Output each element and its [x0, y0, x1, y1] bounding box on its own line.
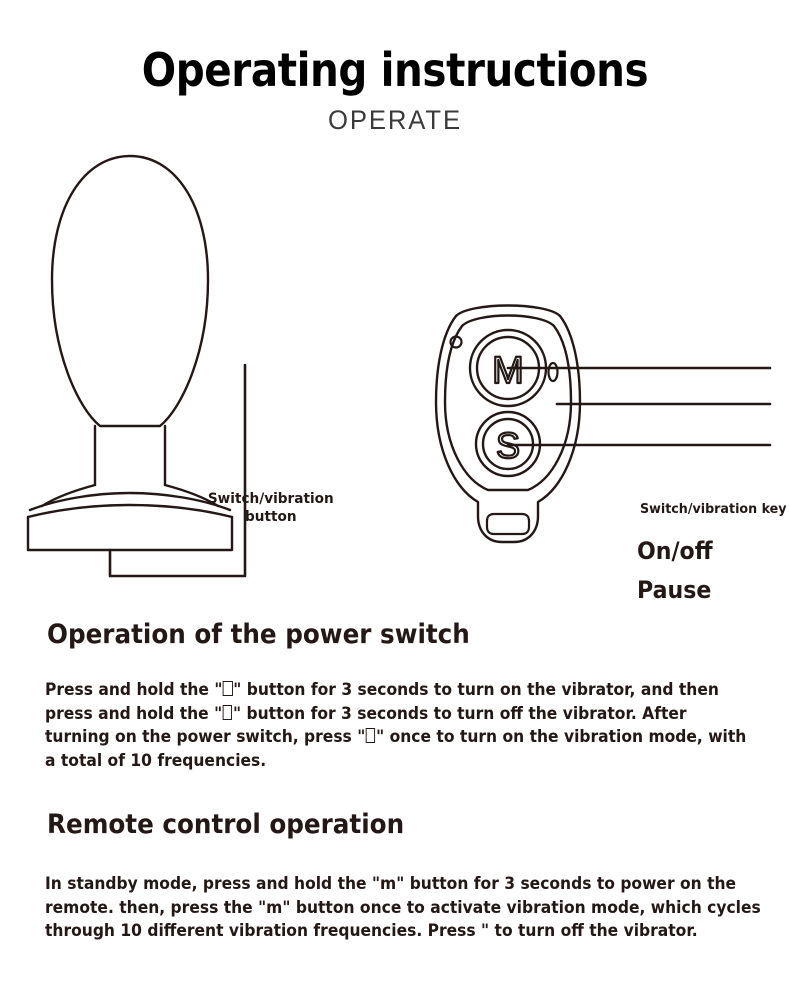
plug-illustration — [26, 154, 234, 552]
callout-switch-vibration-key: Switch/vibration key — [640, 501, 787, 517]
page-subtitle: OPERATE — [328, 105, 462, 135]
missing-glyph-box — [365, 728, 376, 744]
page-title: Operating instructions — [141, 43, 649, 97]
remote-side-button — [547, 361, 559, 383]
plug-base — [26, 515, 234, 552]
remote-outer-shell — [434, 304, 582, 544]
remote-led-icon — [449, 335, 463, 349]
mode-button-letter: M — [492, 350, 524, 392]
paragraph-power-switch: Press and hold the "" button for 3 secon… — [45, 680, 747, 770]
plug-rim — [26, 503, 234, 519]
callout-pause: Pause — [637, 576, 712, 604]
plug-body — [50, 154, 210, 428]
paragraph-remote-control: In standby mode, press and hold the "m" … — [45, 874, 761, 940]
remote-leader-lines — [506, 366, 772, 447]
plug-neck — [93, 424, 167, 487]
plug-callout-label: Switch/vibration button — [207, 491, 334, 525]
remote-illustration — [434, 304, 582, 544]
missing-glyph-box — [222, 704, 233, 720]
heading-power-switch: Operation of the power switch — [47, 619, 470, 650]
remote-inner-shell — [443, 314, 573, 492]
product-diagram: M S Switch/vibration button Switch/vibra… — [0, 140, 790, 604]
plug-flare — [28, 491, 232, 512]
heading-remote-control: Remote control operation — [47, 809, 405, 840]
remote-keychain-slot — [485, 512, 531, 536]
plug-leader-line — [108, 363, 247, 578]
callout-on-off: On/off — [637, 537, 713, 565]
missing-glyph-box — [223, 681, 233, 697]
diagram-svg: M S — [26, 154, 772, 578]
